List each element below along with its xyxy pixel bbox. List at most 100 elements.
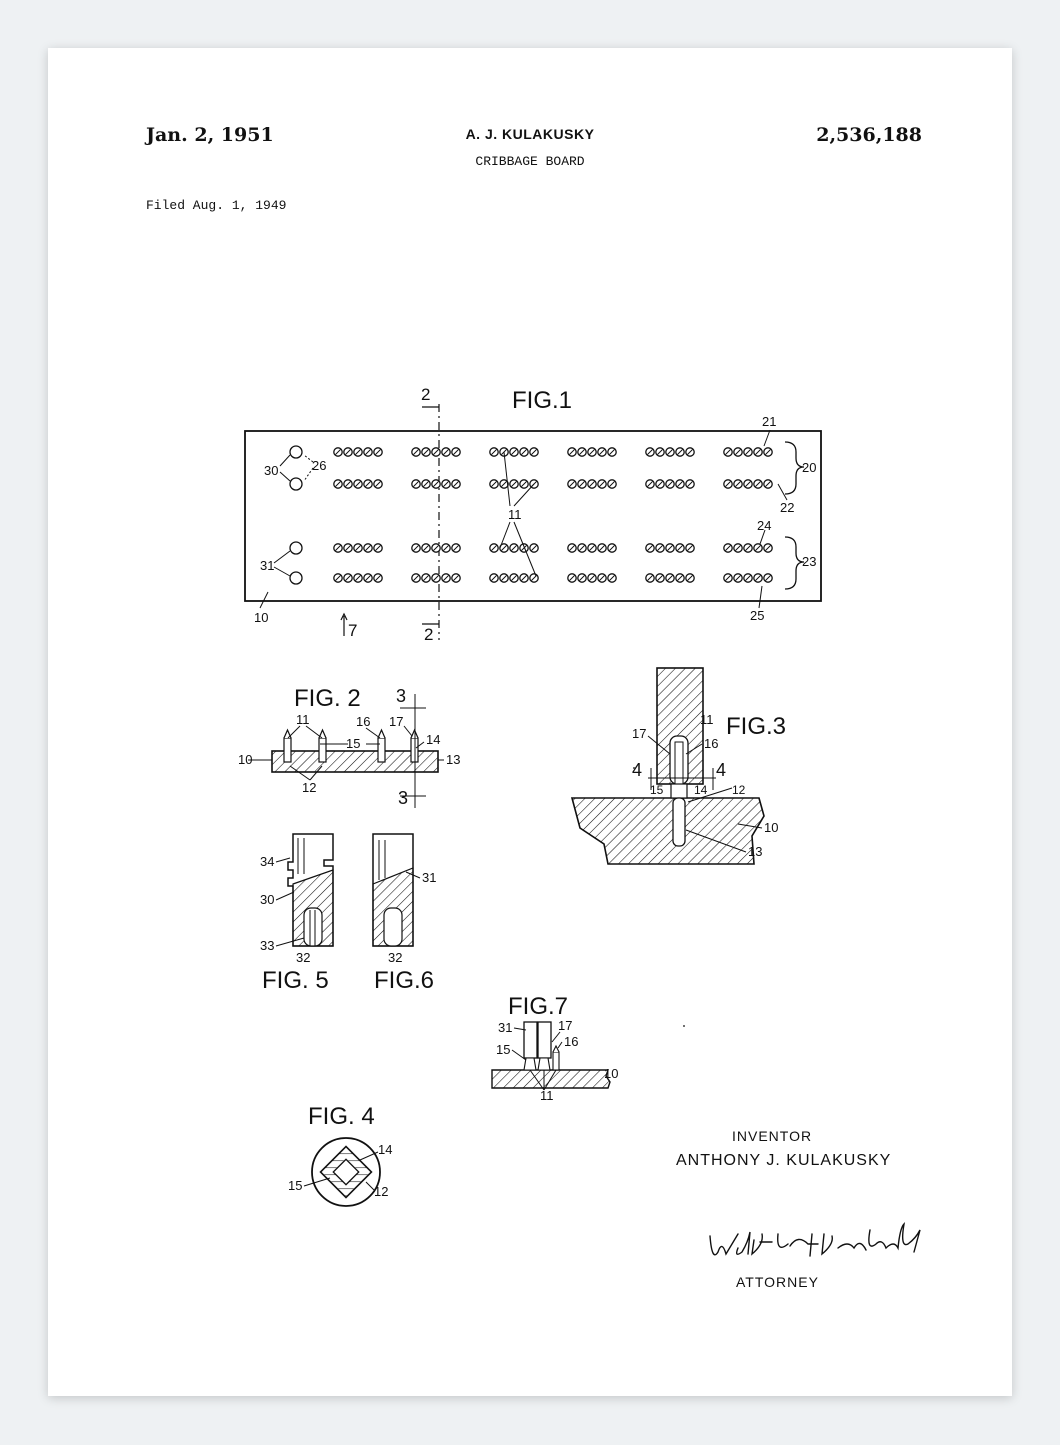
callout: 14 [694, 783, 708, 797]
start-hole [289, 541, 303, 555]
peg-holes [333, 447, 773, 583]
callout: 11 [508, 507, 522, 522]
peg-hole-mark [745, 449, 751, 455]
figure-1: FIG.1 [244, 385, 822, 644]
peg-hole-mark [579, 575, 585, 581]
patent-number: 2,536,188 [816, 124, 922, 146]
peg-hole-mark [589, 545, 595, 551]
peg-hole-mark [667, 449, 673, 455]
board-fragment [570, 797, 765, 865]
peg-hole-mark [335, 545, 341, 551]
peg-hole-mark [375, 449, 381, 455]
callout: 11 [540, 1088, 554, 1103]
peg-hole-mark [335, 449, 341, 455]
callout: 10 [254, 610, 268, 625]
peg-hole-mark [433, 575, 439, 581]
peg-hole-mark [569, 449, 575, 455]
peg-hole-mark [443, 545, 449, 551]
peg-hole-mark [365, 545, 371, 551]
callout: 7 [348, 621, 357, 640]
callout: 30 [260, 892, 274, 907]
fig2-label: FIG. 2 [294, 685, 361, 712]
peg-hole-mark [345, 545, 351, 551]
peg-hole-mark [599, 545, 605, 551]
peg-hole-mark [657, 575, 663, 581]
peg-hole-mark [365, 481, 371, 487]
peg-hole-mark [725, 575, 731, 581]
peg-hole-mark [735, 449, 741, 455]
callout: 14 [426, 732, 440, 747]
callout: 15 [288, 1178, 302, 1193]
peg-hole-mark [365, 575, 371, 581]
callout: 32 [388, 950, 402, 965]
brace-23 [784, 536, 805, 590]
callout: 15 [496, 1042, 510, 1057]
peg-hole-mark [355, 481, 361, 487]
peg-hole-mark [569, 545, 575, 551]
peg-hole-mark [355, 449, 361, 455]
peg-hole-mark [609, 449, 615, 455]
peg-hole-mark [609, 545, 615, 551]
figure-5: 34 30 33 32 FIG. 5 [260, 833, 334, 994]
callout: 10 [238, 752, 252, 767]
callout: 2 [424, 625, 433, 644]
fig5-label: FIG. 5 [262, 967, 329, 994]
peg-hole-mark [735, 481, 741, 487]
peg-hole-mark [453, 449, 459, 455]
peg-hole-mark [687, 545, 693, 551]
callout: 20 [802, 460, 816, 475]
peg-hole-mark [687, 481, 693, 487]
callout: 12 [302, 780, 316, 795]
peg-hole-mark [511, 575, 517, 581]
peg-hole-mark [647, 481, 653, 487]
peg-hole-mark [725, 449, 731, 455]
peg-hole-mark [579, 481, 585, 487]
callout: 3 [396, 686, 406, 706]
peg-hole-mark [375, 575, 381, 581]
peg-hole-mark [355, 545, 361, 551]
peg-hole-mark [589, 481, 595, 487]
fig3-label: FIG.3 [726, 713, 786, 740]
callout: 33 [260, 938, 274, 953]
figure-7: FIG.7 31 17 16 15 10 11 [491, 993, 618, 1103]
peg-hole-mark [687, 575, 693, 581]
callout: 34 [260, 854, 274, 869]
peg-hole-mark [569, 575, 575, 581]
fig7-label: FIG.7 [508, 993, 568, 1020]
callout: 31 [260, 558, 274, 573]
peg-hole-mark [755, 481, 761, 487]
peg-hole-mark [423, 575, 429, 581]
peg-hole-mark [433, 449, 439, 455]
peg-hole-mark [599, 481, 605, 487]
peg-hole-mark [443, 575, 449, 581]
peg-hole-mark [531, 545, 537, 551]
callout: 11 [296, 712, 310, 727]
peg-hole-mark [423, 449, 429, 455]
peg-hole-mark [687, 449, 693, 455]
peg-hole-mark [511, 449, 517, 455]
peg-hole-mark [589, 449, 595, 455]
peg-hole-mark [677, 545, 683, 551]
peg-hole-mark [569, 481, 575, 487]
peg-hole-mark [657, 545, 663, 551]
callout: 10 [764, 820, 778, 835]
callout: 22 [780, 500, 794, 515]
callout: 12 [374, 1184, 388, 1199]
peg-hole-mark [667, 481, 673, 487]
peg-hole-mark [745, 545, 751, 551]
callout: 21 [762, 414, 776, 429]
start-hole [289, 445, 303, 459]
patent-drawings: FIG.1 [238, 385, 921, 1257]
filed-date: Filed Aug. 1, 1949 [146, 198, 287, 213]
peg-hole-mark [345, 575, 351, 581]
callout: 13 [446, 752, 460, 767]
start-hole [289, 571, 303, 585]
callout: 24 [757, 518, 771, 533]
peg-hole-mark [725, 481, 731, 487]
callout: 10 [604, 1066, 618, 1081]
peg-hole-mark [579, 449, 585, 455]
peg-hole-mark [501, 481, 507, 487]
callout: 14 [378, 1142, 392, 1157]
peg-hole-mark [433, 545, 439, 551]
peg-hole-mark [501, 575, 507, 581]
